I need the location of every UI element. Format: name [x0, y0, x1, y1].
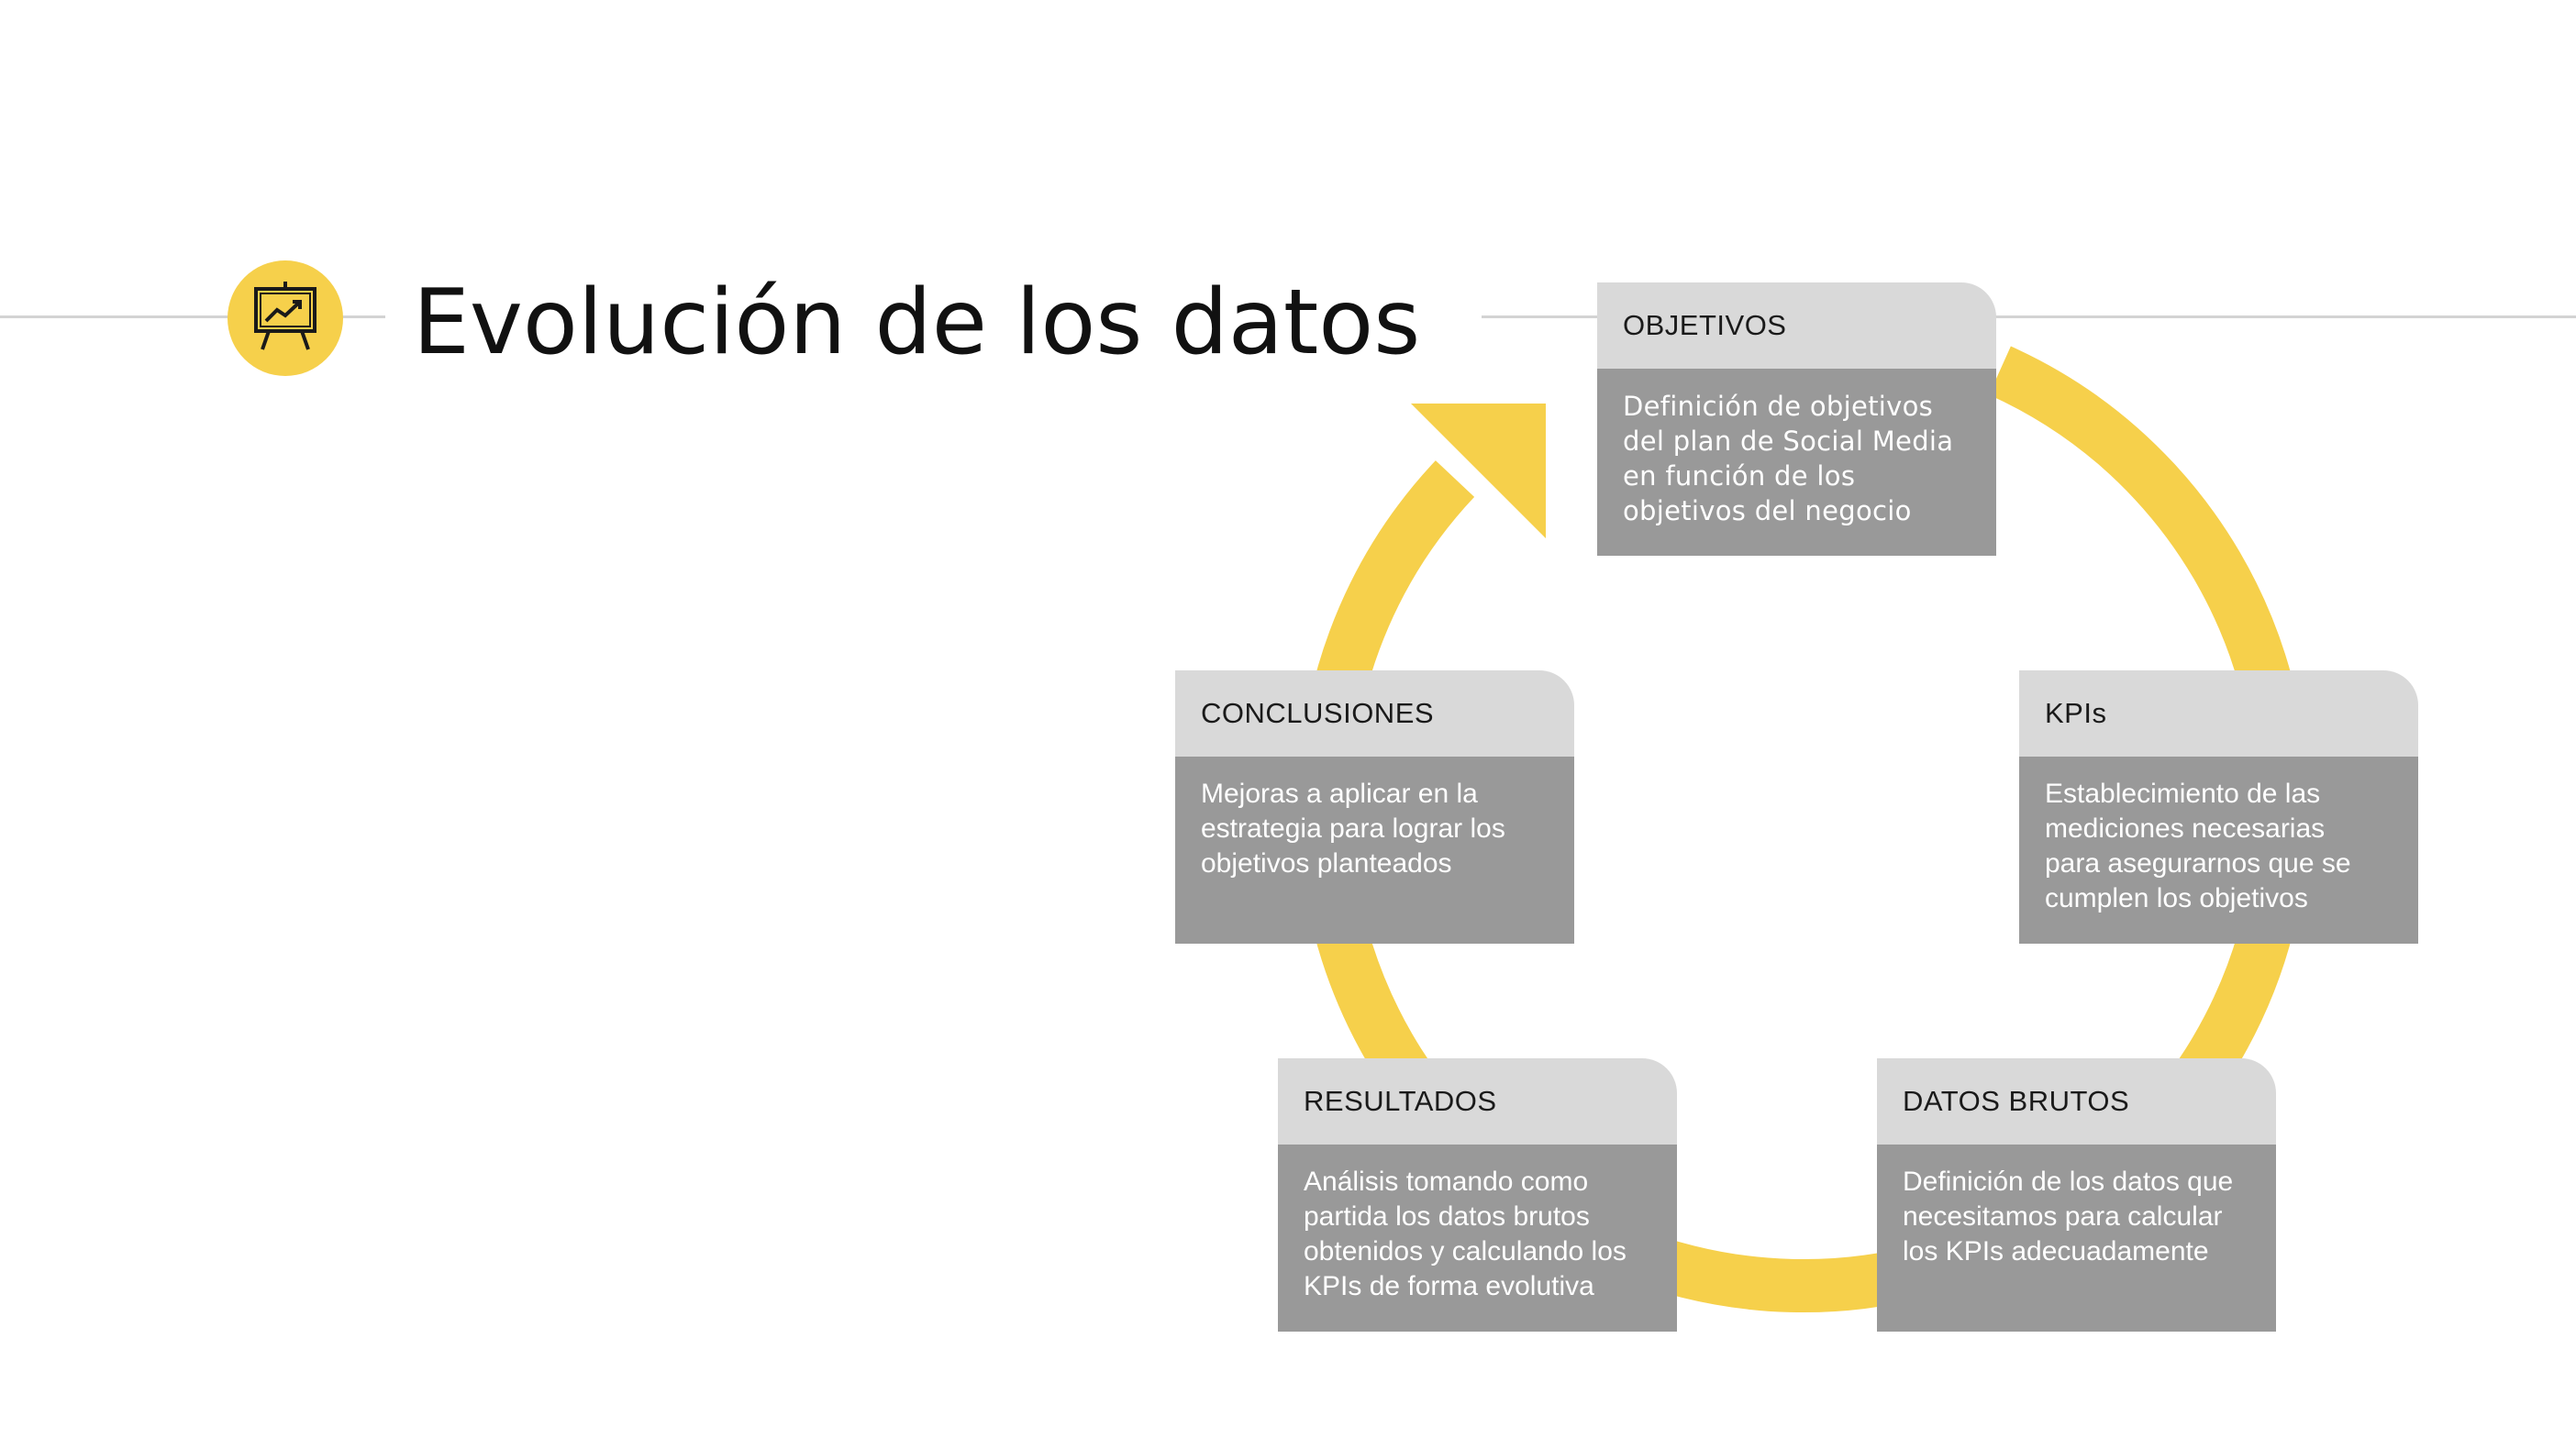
step-title: DATOS BRUTOS — [1877, 1058, 2276, 1145]
step-line: KPIs de forma evolutiva — [1304, 1271, 1594, 1301]
cycle-arrowhead — [1411, 404, 1546, 538]
step-line: Mejoras a aplicar en la — [1201, 779, 1478, 809]
step-description: Definición de los datos que necesitamos … — [1877, 1145, 2276, 1332]
step-line: en función de los — [1623, 460, 1856, 492]
step-line: Definición de los datos que — [1903, 1167, 2234, 1197]
step-card-resultados: RESULTADOS Análisis tomando como partida… — [1278, 1058, 1677, 1332]
step-line: Establecimiento de las — [2045, 779, 2321, 809]
step-line: los KPIs adecuadamente — [1903, 1236, 2209, 1266]
step-title: RESULTADOS — [1278, 1058, 1677, 1145]
step-title: KPIs — [2019, 670, 2418, 757]
step-line: mediciones necesarias — [2045, 813, 2326, 844]
step-card-objetivos: OBJETIVOS Definición de objetivos del pl… — [1597, 282, 1996, 556]
step-title: CONCLUSIONES — [1175, 670, 1574, 757]
header-rule-left — [0, 315, 385, 318]
step-line: objetivos planteados — [1201, 848, 1452, 879]
step-line: obtenidos y calculando los — [1304, 1236, 1627, 1266]
step-line: Análisis tomando como — [1304, 1167, 1589, 1197]
presentation-chart-icon — [228, 260, 343, 376]
header-rule-right — [1482, 315, 2576, 318]
step-line: cumplen los objetivos — [2045, 883, 2308, 913]
step-line: Definición de objetivos — [1623, 391, 1934, 422]
step-description: Mejoras a aplicar en la estrategia para … — [1175, 757, 1574, 944]
step-line: objetivos del negocio — [1623, 495, 1912, 526]
step-line: partida los datos brutos — [1304, 1201, 1590, 1232]
step-line: para asegurarnos que se — [2045, 848, 2351, 879]
page-title: Evolución de los datos — [413, 271, 1421, 375]
step-line: del plan de Social Media — [1623, 426, 1954, 457]
step-line: necesitamos para calcular — [1903, 1201, 2223, 1232]
step-card-datos-brutos: DATOS BRUTOS Definición de los datos que… — [1877, 1058, 2276, 1332]
step-title: OBJETIVOS — [1597, 282, 1996, 369]
step-card-conclusiones: CONCLUSIONES Mejoras a aplicar en la est… — [1175, 670, 1574, 944]
step-line: estrategia para lograr los — [1201, 813, 1505, 844]
step-description: Establecimiento de las mediciones necesa… — [2019, 757, 2418, 944]
step-card-kpis: KPIs Establecimiento de las mediciones n… — [2019, 670, 2418, 944]
step-description: Análisis tomando como partida los datos … — [1278, 1145, 1677, 1332]
step-description: Definición de objetivos del plan de Soci… — [1597, 369, 1996, 556]
